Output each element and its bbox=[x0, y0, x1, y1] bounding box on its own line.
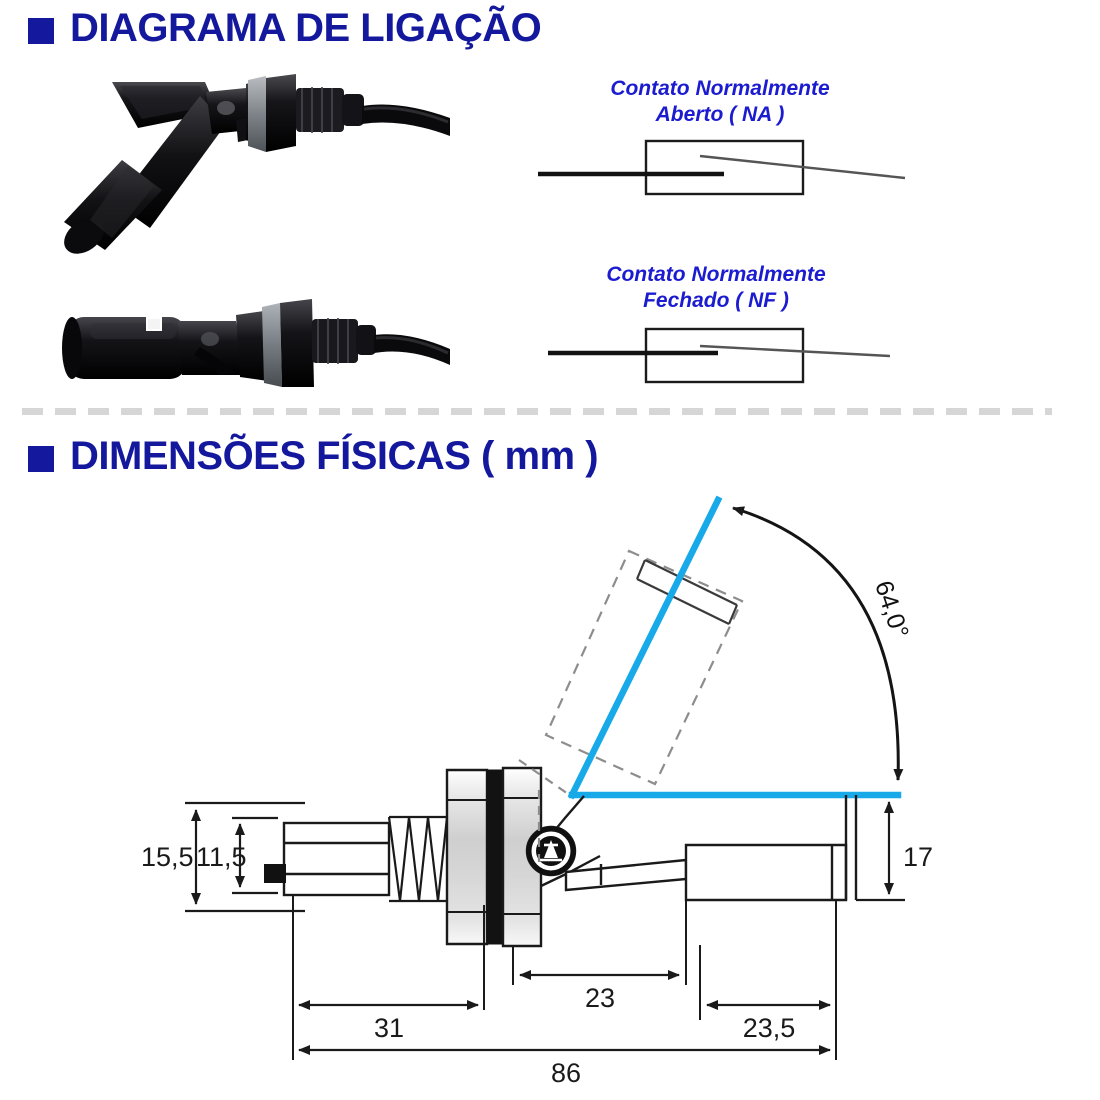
dim-height-float bbox=[856, 801, 905, 902]
float-raised-outline bbox=[544, 549, 744, 786]
sensor-outline bbox=[264, 815, 449, 903]
reed-symbol-nf bbox=[548, 327, 891, 384]
product-photo-float-up bbox=[50, 295, 450, 405]
product-photo-float-down bbox=[50, 72, 450, 257]
section-heading-dimensions: DIMENSÕES FÍSICAS ( mm ) bbox=[28, 434, 599, 479]
dim-label-height-float: 17 bbox=[903, 842, 933, 872]
contact-caption-na-line2: Aberto ( NA ) bbox=[655, 103, 785, 127]
float-arm-lowered bbox=[564, 858, 688, 892]
pivot-yoke bbox=[525, 795, 601, 888]
dim-height-outer bbox=[185, 801, 305, 913]
section-title-dimensions: DIMENSÕES FÍSICAS ( mm ) bbox=[70, 434, 599, 478]
float-body bbox=[62, 317, 186, 379]
thread-profile bbox=[387, 815, 449, 903]
dim-label-height-inner: 11,5 bbox=[196, 842, 247, 872]
bullet-square-icon bbox=[28, 17, 54, 44]
contact-caption-nf-line2: Fechado ( NF ) bbox=[643, 289, 789, 313]
o-ring bbox=[486, 769, 504, 945]
hex-nut-2 bbox=[501, 766, 543, 948]
dim-label-height-outer: 15,5 bbox=[141, 842, 194, 872]
dim-label-length-float: 23,5 bbox=[743, 1013, 796, 1043]
hex-nut-1 bbox=[445, 768, 489, 946]
pivot-hinge-icon bbox=[526, 826, 576, 876]
float-body-lowered bbox=[684, 795, 858, 902]
section-heading-wiring: DIAGRAMA DE LIGAÇÃO bbox=[28, 6, 542, 51]
angle-legs-cyan bbox=[567, 495, 902, 800]
float-raised-inner bbox=[635, 559, 739, 625]
dim-label-length-pivot: 23 bbox=[585, 983, 615, 1013]
extension-lines bbox=[292, 895, 837, 1060]
contact-caption-na-line1: Contato Normalmente bbox=[610, 77, 830, 100]
contact-caption-nf-line1: Contato Normalmente bbox=[606, 263, 826, 286]
section-divider bbox=[22, 408, 1052, 415]
angle-label: 64,0° bbox=[869, 577, 914, 641]
dim-label-length-thread: 31 bbox=[374, 1013, 404, 1043]
float-body bbox=[64, 160, 162, 254]
bullet-square-icon bbox=[28, 445, 54, 472]
contact-caption-nf: Contato Normalmente Fechado ( NF ) bbox=[526, 262, 906, 315]
reed-symbol-na bbox=[538, 139, 906, 196]
pivot-guide-dashed bbox=[518, 759, 572, 862]
angle-arc bbox=[732, 506, 904, 781]
dim-label-length-total: 86 bbox=[551, 1058, 581, 1088]
contact-caption-na: Contato Normalmente Aberto ( NA ) bbox=[530, 76, 910, 129]
dim-height-inner bbox=[232, 816, 278, 895]
section-title-wiring: DIAGRAMA DE LIGAÇÃO bbox=[70, 6, 542, 50]
